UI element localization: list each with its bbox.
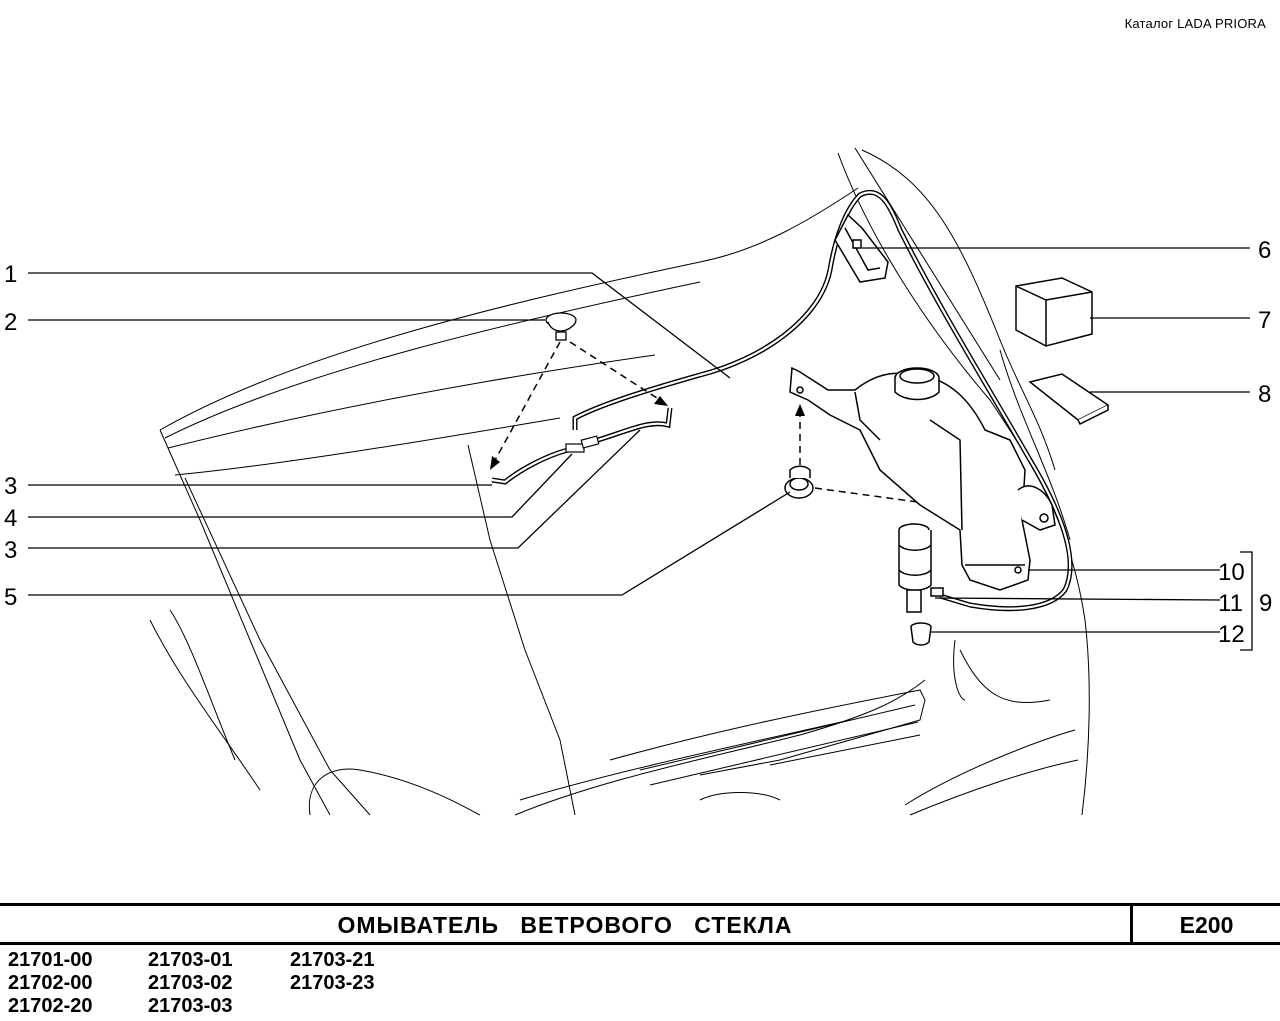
washer-pump <box>898 523 944 613</box>
callout-6: 6 <box>1258 237 1271 264</box>
leader-lines <box>28 247 1253 651</box>
grommet-5 <box>784 465 814 499</box>
callout-numbers: 1 2 3 4 3 5 6 7 8 10 11 9 12 <box>4 237 1272 648</box>
callout-12: 12 <box>1218 621 1245 648</box>
model-code: 21703-23 <box>290 972 375 994</box>
tee-connector <box>565 435 600 453</box>
callout-8: 8 <box>1258 381 1271 408</box>
callout-7: 7 <box>1258 307 1271 334</box>
model-code: 21702-20 <box>8 995 93 1017</box>
pump-seal-12 <box>910 622 932 646</box>
title-bar: ОМЫВАТЕЛЬ ВЕТРОВОГО СТЕКЛА E200 <box>0 903 1280 945</box>
washer-hose <box>491 190 1073 612</box>
washer-reservoir <box>789 366 1056 591</box>
nozzle <box>545 312 577 341</box>
callout-3a: 3 <box>4 473 17 500</box>
callout-5: 5 <box>4 584 17 611</box>
callout-10: 10 <box>1218 559 1245 586</box>
car-body-outline <box>149 147 1090 816</box>
model-code: 21702-00 <box>8 972 93 994</box>
bracket-6 <box>834 213 889 283</box>
model-code: 21703-01 <box>148 949 233 971</box>
model-code: 21701-00 <box>8 949 93 971</box>
callout-4: 4 <box>4 505 17 532</box>
callout-1: 1 <box>4 261 17 288</box>
catalog-label: Каталог LADA PRIORA <box>1124 16 1266 31</box>
callout-11: 11 <box>1218 590 1243 617</box>
callout-2: 2 <box>4 309 17 336</box>
callout-3b: 3 <box>4 537 17 564</box>
pad-part-8 <box>1028 373 1110 426</box>
washer-diagram: 1 2 3 4 3 5 6 7 8 10 11 9 12 <box>4 147 1272 816</box>
model-code: 21703-02 <box>148 972 233 994</box>
section-title: ОМЫВАТЕЛЬ ВЕТРОВОГО СТЕКЛА <box>0 906 1133 942</box>
box-part-7 <box>1015 277 1093 347</box>
model-code: 21703-03 <box>148 995 233 1017</box>
model-code: 21703-21 <box>290 949 375 971</box>
callout-9: 9 <box>1259 590 1272 617</box>
section-code: E200 <box>1179 912 1234 938</box>
